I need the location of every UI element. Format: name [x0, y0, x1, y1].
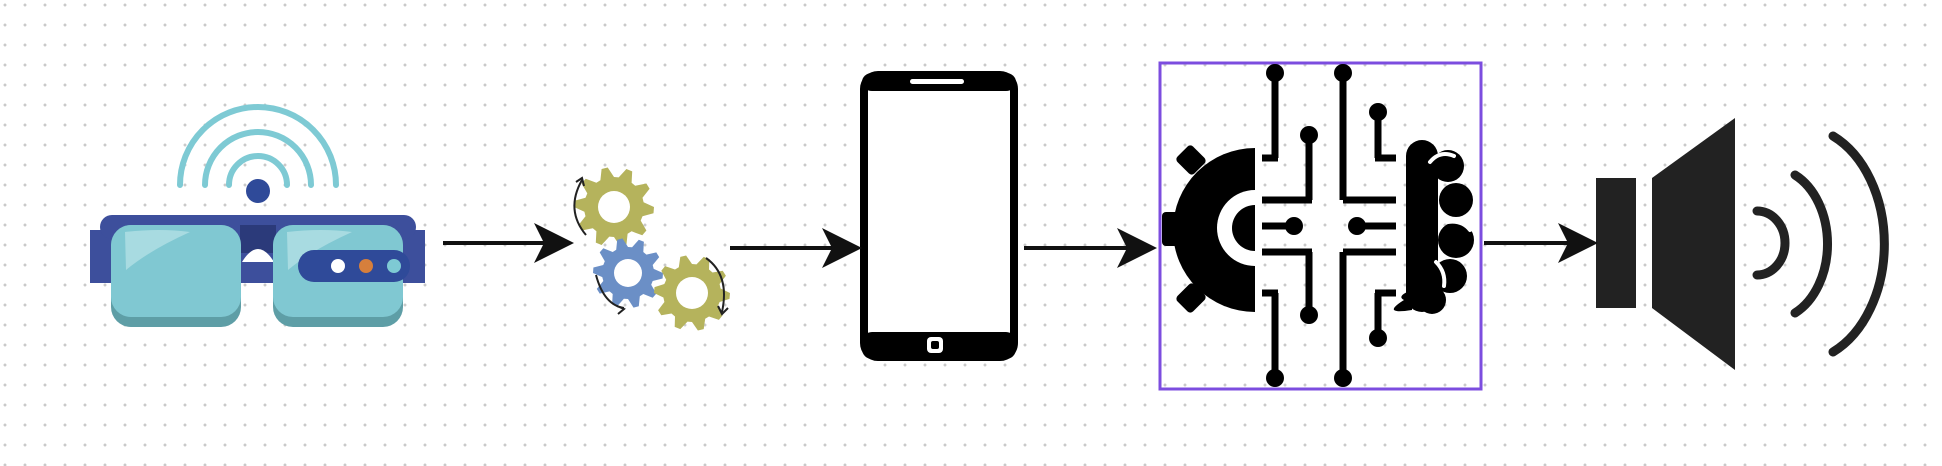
- speaker-sound-icon[interactable]: [1596, 118, 1889, 370]
- gear-icon: [654, 255, 730, 331]
- rotation-arrows-icon: [573, 176, 729, 316]
- gear-icon: [574, 167, 654, 247]
- circuit-lines: [1262, 73, 1396, 375]
- wifi-signal-icon: [177, 104, 339, 188]
- gear-icon: [593, 238, 663, 308]
- sound-waves-icon: [1752, 131, 1889, 357]
- gear-half-icon: [1162, 145, 1255, 313]
- smartphone-icon[interactable]: [860, 71, 1018, 361]
- connector-arrows: [443, 223, 1598, 268]
- circuit-nodes: [1266, 64, 1387, 387]
- selection-box: [1158, 61, 1483, 391]
- brain-half-icon: [1393, 140, 1474, 314]
- ai-brain-circuit-icon[interactable]: [1158, 61, 1483, 391]
- rotating-gears-icon[interactable]: [573, 167, 730, 331]
- smart-glasses-wifi-icon[interactable]: [90, 104, 425, 327]
